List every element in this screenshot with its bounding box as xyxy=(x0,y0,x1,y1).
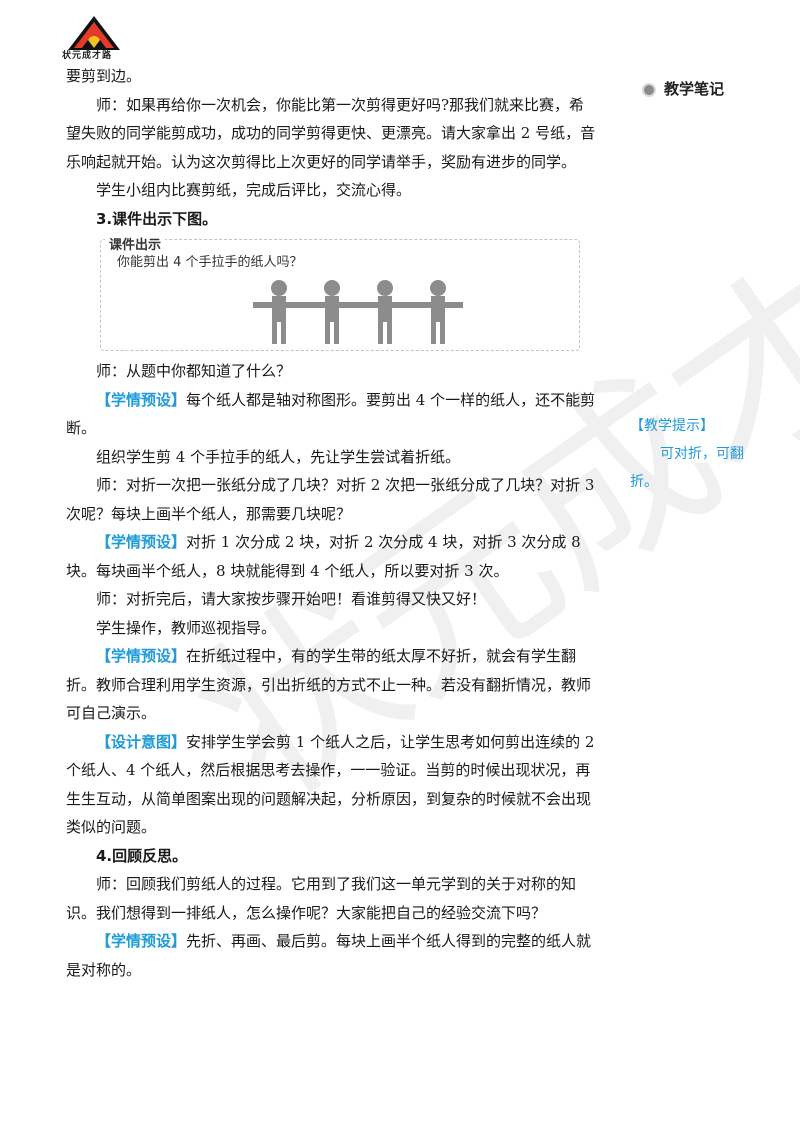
paragraph: 【学情预设】每个纸人都是轴对称图形。要剪出 4 个一样的纸人，还不能剪断。 xyxy=(66,390,596,438)
paper-dolls-illustration xyxy=(253,280,463,344)
tag-label: 【设计意图】 xyxy=(96,732,187,751)
section-heading: 3.课件出示下图。 xyxy=(96,209,218,228)
card-tab: 课件出示 xyxy=(105,232,166,261)
publisher-logo xyxy=(68,16,120,50)
paragraph: 【学情预设】在折纸过程中，有的学生带的纸太厚不好折，就会有学生翻折。教师合理利用… xyxy=(66,647,592,722)
section-heading: 4.回顾反思。 xyxy=(96,846,188,865)
tag-label: 【学情预设】 xyxy=(96,647,187,665)
tag-label: 【学情预设】 xyxy=(96,533,187,551)
paragraph: 学生小组内比赛剪纸，完成后评比，交流心得。 xyxy=(96,181,412,199)
bullet-dot-icon xyxy=(644,84,654,95)
paper-doll xyxy=(377,280,393,344)
main-content: 要剪到边。 师：如果再给你一次机会，你能比第一次剪得更好吗?那我们就来比赛，希望… xyxy=(66,62,596,984)
tip-label: 【教学提示】 xyxy=(630,418,714,434)
card-question: 你能剪出 4 个手拉手的纸人吗？ xyxy=(117,255,303,270)
paragraph: 师：对折完后，请大家按步骤开始吧！看谁剪得又快又好！ xyxy=(96,590,487,608)
paragraph: 组织学生剪 4 个手拉手的纸人，先让学生尝试着折纸。 xyxy=(96,447,461,466)
tag-label: 【学情预设】 xyxy=(96,390,187,409)
paragraph: 【学情预设】先折、再画、最后剪。每块上画半个纸人得到的完整的纸人就是对称的。 xyxy=(66,932,592,979)
paragraph: 学生操作，教师巡视指导。 xyxy=(96,618,277,637)
logo-text: 状元成才路 xyxy=(62,51,113,61)
tag-label: 【学情预设】 xyxy=(96,932,187,950)
courseware-card: 课件出示 你能剪出 4 个手拉手的纸人吗？ xyxy=(100,232,580,351)
paragraph: 师：如果再给你一次机会，你能比第一次剪得更好吗?那我们就来比赛，希望失败的同学能… xyxy=(66,95,596,171)
paper-doll xyxy=(430,280,446,344)
paragraph: 【学情预设】对折 1 次分成 2 块，对折 2 次分成 4 块，对折 3 次分成… xyxy=(66,533,581,580)
teaching-notes-heading: 教学笔记 xyxy=(644,78,724,99)
teaching-tip: 【教学提示】 可对折，可翻折。 xyxy=(630,412,770,496)
tip-body: 可对折，可翻折。 xyxy=(630,446,744,490)
paragraph: 师：从题中你都知道了什么？ xyxy=(96,362,292,380)
paragraph: 师：回顾我们剪纸人的过程。它用到了我们这一单元学到的关于对称的知识。我们想得到一… xyxy=(66,875,577,922)
paragraph: 师：对折一次把一张纸分成了几块？对折 2 次把一张纸分成了几块？对折 3 次呢？… xyxy=(66,476,595,523)
paper-doll xyxy=(324,280,340,344)
paper-doll xyxy=(271,280,287,344)
paragraph: 要剪到边。 xyxy=(66,67,142,85)
paragraph: 【设计意图】安排学生学会剪 1 个纸人之后，让学生思考如何剪出连续的 2 个纸人… xyxy=(66,732,595,837)
